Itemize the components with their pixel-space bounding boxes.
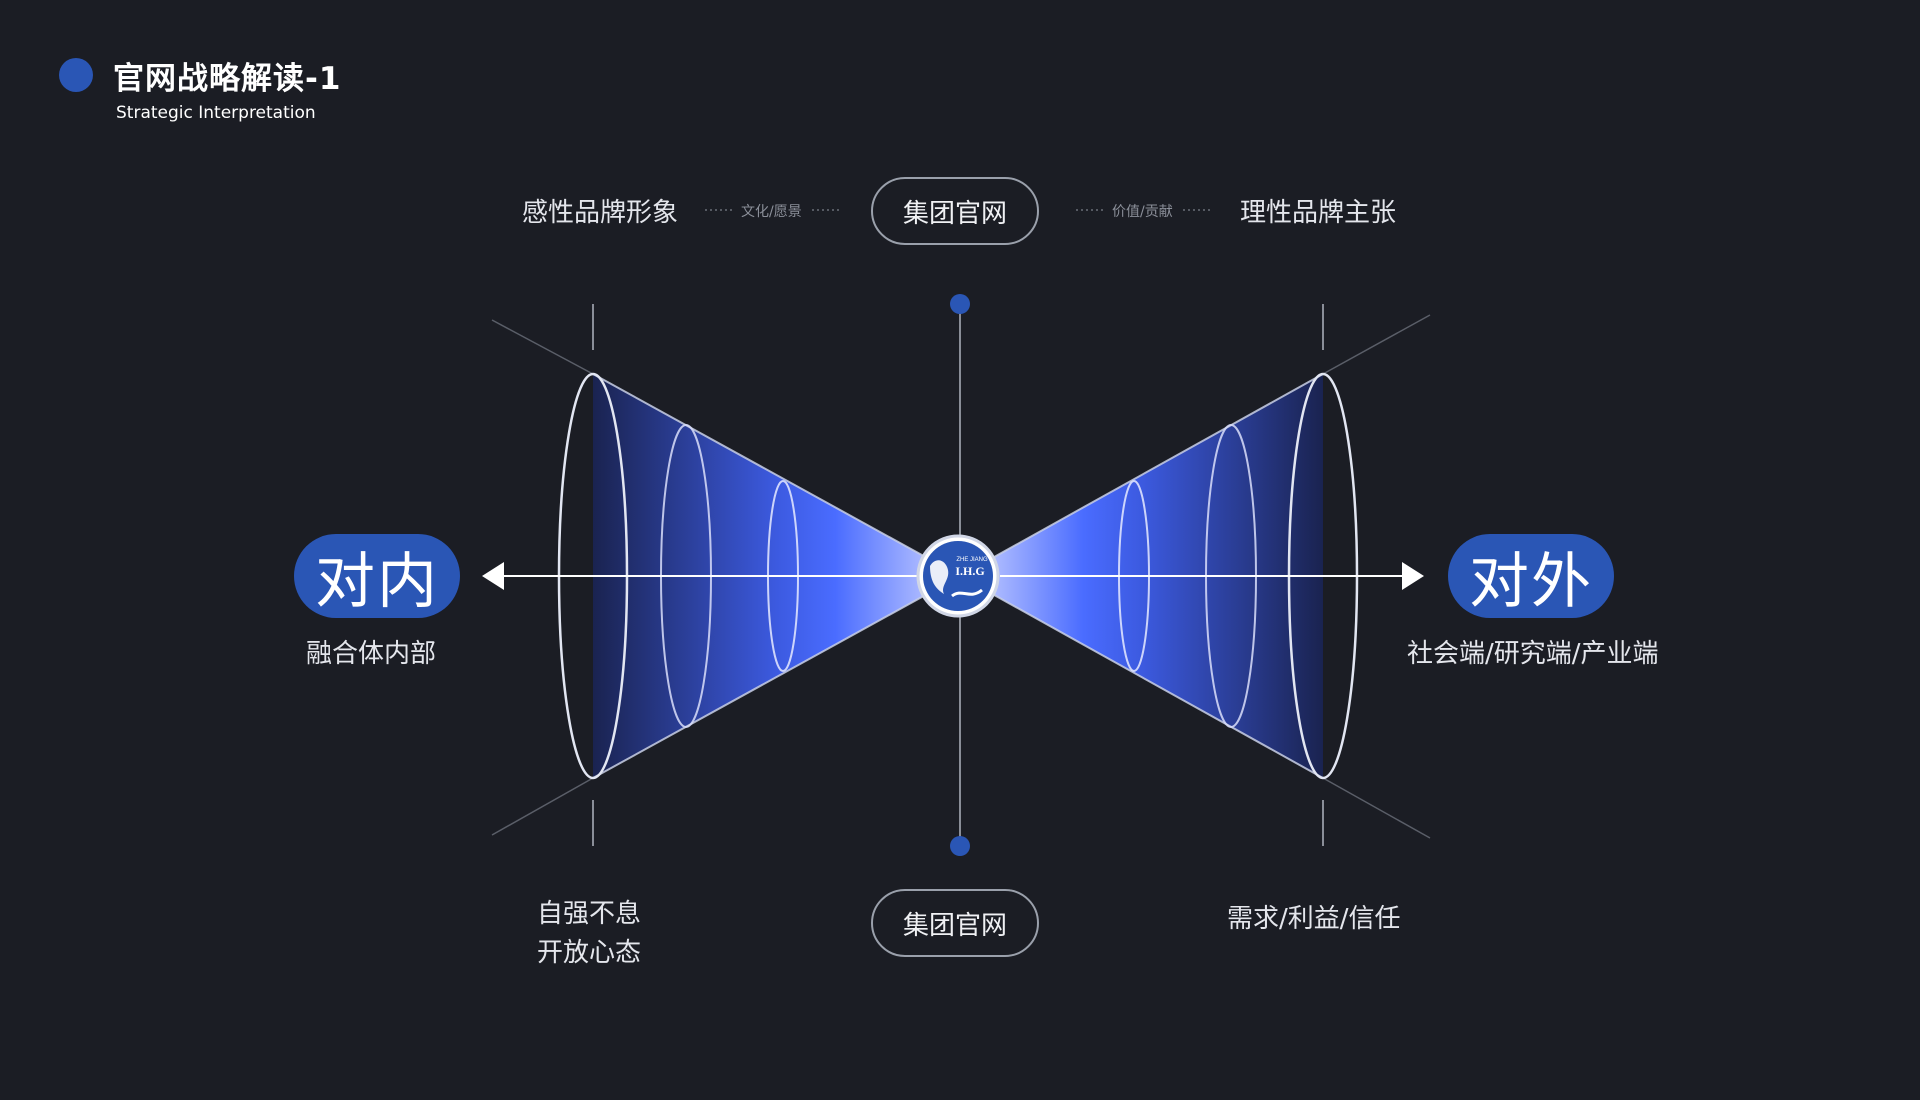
- guide-line-left-bottom: [491, 777, 594, 836]
- left-arrow: [482, 562, 920, 590]
- guide-line-left-top: [491, 319, 594, 375]
- axis-top-dot: [950, 294, 970, 314]
- page-subtitle: Strategic Interpretation: [116, 103, 316, 123]
- company-logo: ZHE JIANG I.H.G: [916, 534, 1000, 618]
- right-arrow: [1000, 562, 1424, 590]
- bottom-left-line-2: 开放心态: [536, 938, 641, 968]
- external-badge: 对外: [1448, 534, 1614, 618]
- bottom-center-pill: 集团官网: [871, 889, 1039, 957]
- bottom-left-text: 自强不息 开放心态: [514, 895, 664, 973]
- logo-main-text: I.H.G: [955, 564, 984, 578]
- right-arrowhead: [1402, 562, 1424, 590]
- top-right-connector-label: 价值/贡献: [1112, 204, 1173, 220]
- tick-marks: [592, 304, 1324, 846]
- internal-badge: 对内: [294, 534, 460, 618]
- top-center-pill: 集团官网: [871, 177, 1039, 245]
- logo-wave: [951, 588, 983, 598]
- top-left-connector-label: 文化/愿景: [741, 204, 802, 220]
- bottom-left-line-1: 自强不息: [536, 899, 641, 929]
- logo-map-shape: [930, 560, 949, 594]
- axis-bottom-dot: [950, 836, 970, 856]
- perspective-guide-lines: [491, 314, 1431, 839]
- left-arrowhead: [482, 562, 504, 590]
- header-bullet-dot: [59, 58, 93, 92]
- internal-caption: 融合体内部: [306, 639, 437, 669]
- logo-top-text: ZHE JIANG: [956, 557, 988, 563]
- top-right-label: 理性品牌主张: [1240, 198, 1397, 228]
- bottom-right-text: 需求/利益/信任: [1227, 904, 1401, 934]
- top-left-label: 感性品牌形象: [522, 198, 679, 228]
- guide-line-right-bottom: [1322, 777, 1431, 839]
- guide-line-right-top: [1322, 314, 1431, 375]
- page-title: 官网战略解读-1: [113, 61, 342, 97]
- external-caption: 社会端/研究端/产业端: [1407, 639, 1659, 669]
